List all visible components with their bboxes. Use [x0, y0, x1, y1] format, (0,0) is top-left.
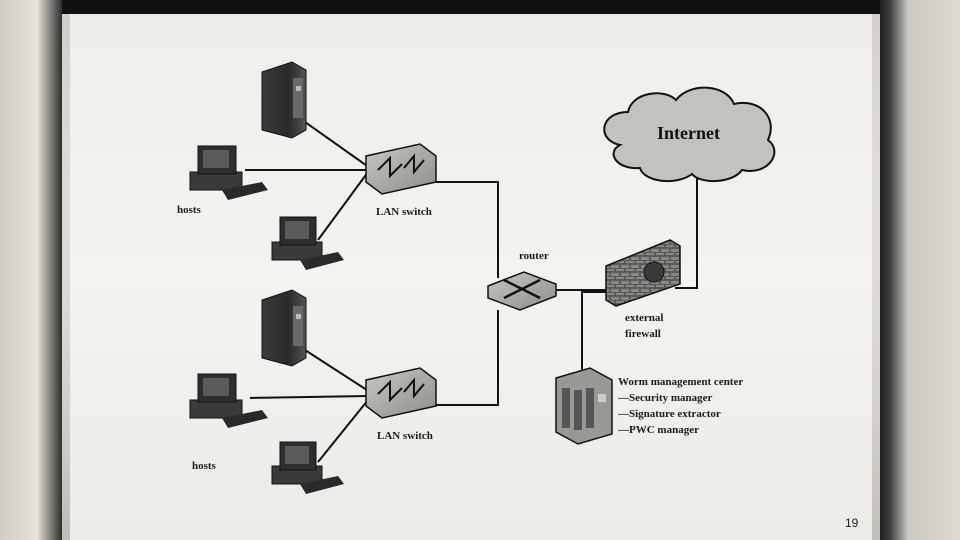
link-host4-switch2	[317, 399, 369, 463]
router-icon	[487, 271, 557, 311]
host-workstation-icon	[189, 373, 268, 428]
slide-number: 19	[845, 516, 859, 530]
link-server2-switch2	[304, 349, 371, 393]
internet-cloud	[603, 86, 776, 183]
host-workstation-icon	[189, 145, 268, 200]
host-workstation-icon	[271, 441, 344, 494]
hosts-label-bottom: hosts	[192, 460, 216, 472]
link-firewall-wmc	[581, 291, 610, 372]
router-label: router	[519, 250, 549, 262]
wmc-item-pwc-manager: —PWC manager	[618, 424, 699, 436]
firewall-label: external firewall	[625, 310, 663, 342]
server-icon	[261, 289, 307, 367]
hosts-label-top: hosts	[177, 204, 201, 216]
link-server1-switch1	[304, 121, 371, 169]
worm-management-center-label: Worm management center —Security manager…	[618, 374, 743, 438]
photo-right-edge	[880, 0, 960, 540]
firewall-icon	[605, 239, 681, 307]
link-host2-switch1	[317, 171, 369, 241]
link-switch1-router	[434, 181, 499, 278]
link-switch2-router	[436, 310, 499, 406]
slide-top-border	[62, 0, 880, 14]
slide	[70, 14, 872, 540]
lan-switch-label-bottom: LAN switch	[377, 430, 433, 442]
wmc-title: Worm management center	[618, 376, 744, 388]
lan-switch-icon	[365, 143, 437, 195]
server-icon	[261, 61, 307, 139]
links	[245, 121, 698, 463]
wmc-item-security-manager: —Security manager	[618, 392, 713, 404]
firewall-label-line2: firewall	[625, 328, 661, 340]
host-workstation-icon	[271, 216, 344, 270]
lan-switch-icon	[365, 367, 437, 419]
link-firewall-internet	[675, 178, 698, 289]
link-host3-switch2	[249, 395, 369, 399]
lan-switch-label-top: LAN switch	[376, 206, 432, 218]
internet-label: Internet	[657, 123, 720, 143]
worm-management-server-icon	[555, 367, 613, 445]
firewall-label-line1: external	[625, 312, 664, 324]
photo-left-edge	[0, 0, 62, 540]
wmc-item-signature-extractor: —Signature extractor	[618, 408, 721, 420]
